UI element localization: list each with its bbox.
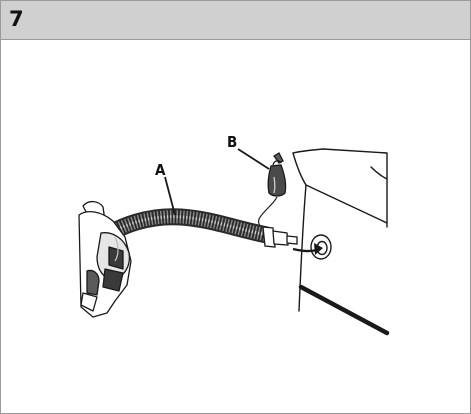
insertion-arrow — [292, 243, 323, 255]
step-number: 7 — [9, 7, 24, 31]
step-header: 7 — [1, 1, 470, 40]
pump-unit — [78, 200, 132, 318]
appliance-cabinet — [292, 148, 390, 336]
plug — [258, 152, 287, 238]
callout-b-label: B — [227, 133, 237, 151]
callout-leaders — [164, 148, 270, 216]
callout-a-label: A — [155, 161, 166, 179]
